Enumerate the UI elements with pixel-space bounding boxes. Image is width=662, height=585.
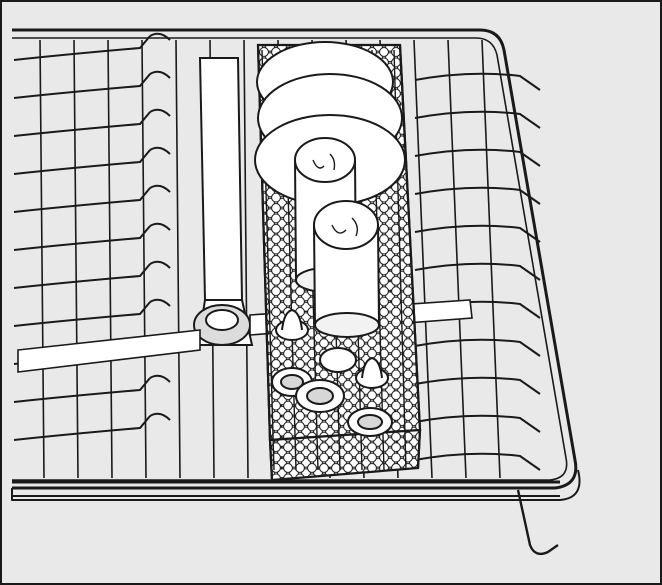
bottle-right: [312, 200, 381, 338]
tine-wire: [149, 146, 171, 155]
tine-wire: [149, 108, 171, 117]
side-wire: [414, 452, 541, 471]
tine-wire: [149, 70, 171, 79]
side-wire: [414, 148, 541, 167]
tine-wire: [13, 111, 151, 137]
tine-wire: [13, 187, 151, 213]
floor-wire: [175, 39, 181, 479]
side-wire: [414, 414, 541, 433]
tine-wire: [149, 222, 171, 231]
floor-wire: [243, 39, 249, 479]
floor-wire: [413, 39, 433, 479]
tine-wire: [13, 35, 151, 61]
side-wire: [414, 110, 541, 129]
tine-wire: [13, 149, 151, 175]
side-wire: [414, 186, 541, 205]
spray-arm: [17, 57, 473, 373]
side-wire: [414, 376, 541, 395]
tine-wire: [13, 225, 151, 251]
tine-wire: [149, 298, 171, 307]
tine-wire: [13, 301, 151, 327]
floor-wire: [481, 39, 501, 479]
tine-wire: [13, 415, 151, 441]
front-rail: [12, 480, 560, 556]
side-wire: [414, 224, 541, 243]
tine-wire: [149, 184, 171, 193]
tine-wire: [149, 412, 171, 421]
floor-wire: [39, 39, 45, 479]
tine-wire: [149, 260, 171, 269]
tine-wire: [13, 73, 151, 99]
small-parts: [271, 308, 393, 437]
floor-wire: [107, 39, 113, 479]
side-wire: [414, 72, 541, 91]
tine-wire: [149, 374, 171, 383]
side-wire: [414, 262, 541, 281]
floor-wire: [73, 39, 79, 479]
tine-wire: [13, 263, 151, 289]
tine-wire: [149, 32, 171, 41]
lid-1: [319, 347, 357, 373]
side-wire: [414, 338, 541, 357]
floor-wire: [141, 39, 147, 479]
rack-frame: [11, 28, 581, 501]
tine-wire: [13, 377, 151, 403]
